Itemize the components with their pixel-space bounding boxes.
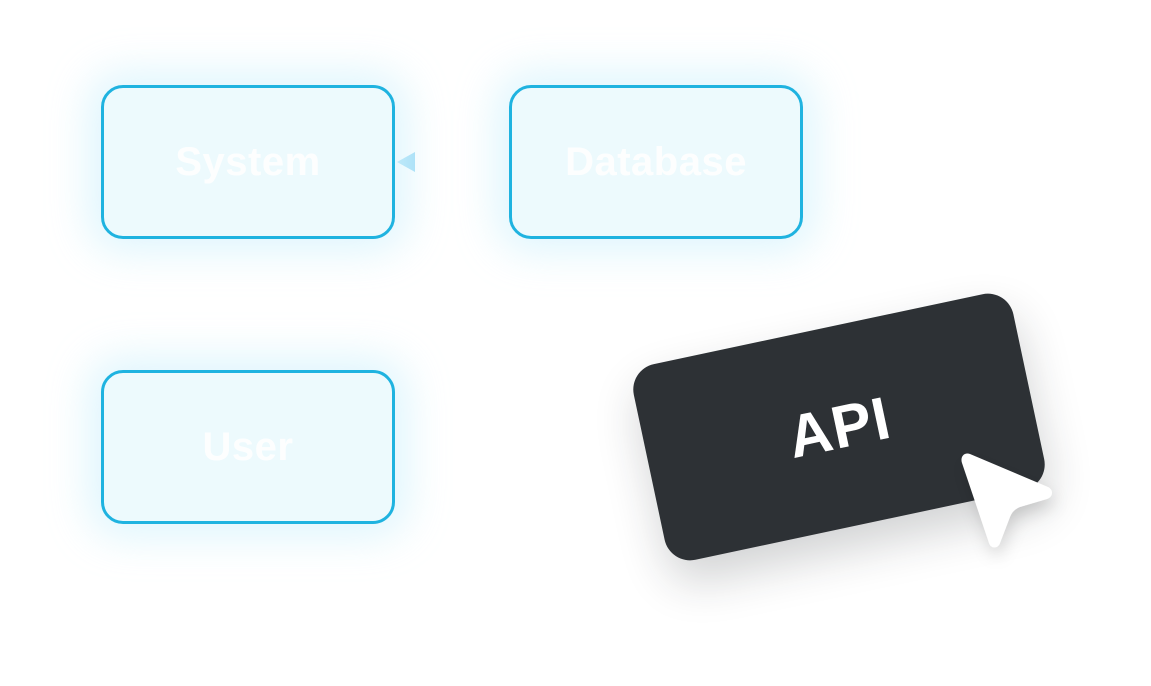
- node-database[interactable]: Database: [509, 85, 803, 239]
- node-database-label: Database: [565, 139, 747, 184]
- dragged-node-label: API: [781, 383, 897, 471]
- pointer-cursor-icon: [961, 453, 1053, 548]
- node-system-label: System: [175, 139, 321, 184]
- node-user-label: User: [202, 424, 294, 469]
- node-user[interactable]: User: [101, 370, 395, 524]
- node-system[interactable]: System: [101, 85, 395, 239]
- arrowhead-icon: [397, 152, 415, 172]
- edge-database-to-system[interactable]: [395, 148, 510, 176]
